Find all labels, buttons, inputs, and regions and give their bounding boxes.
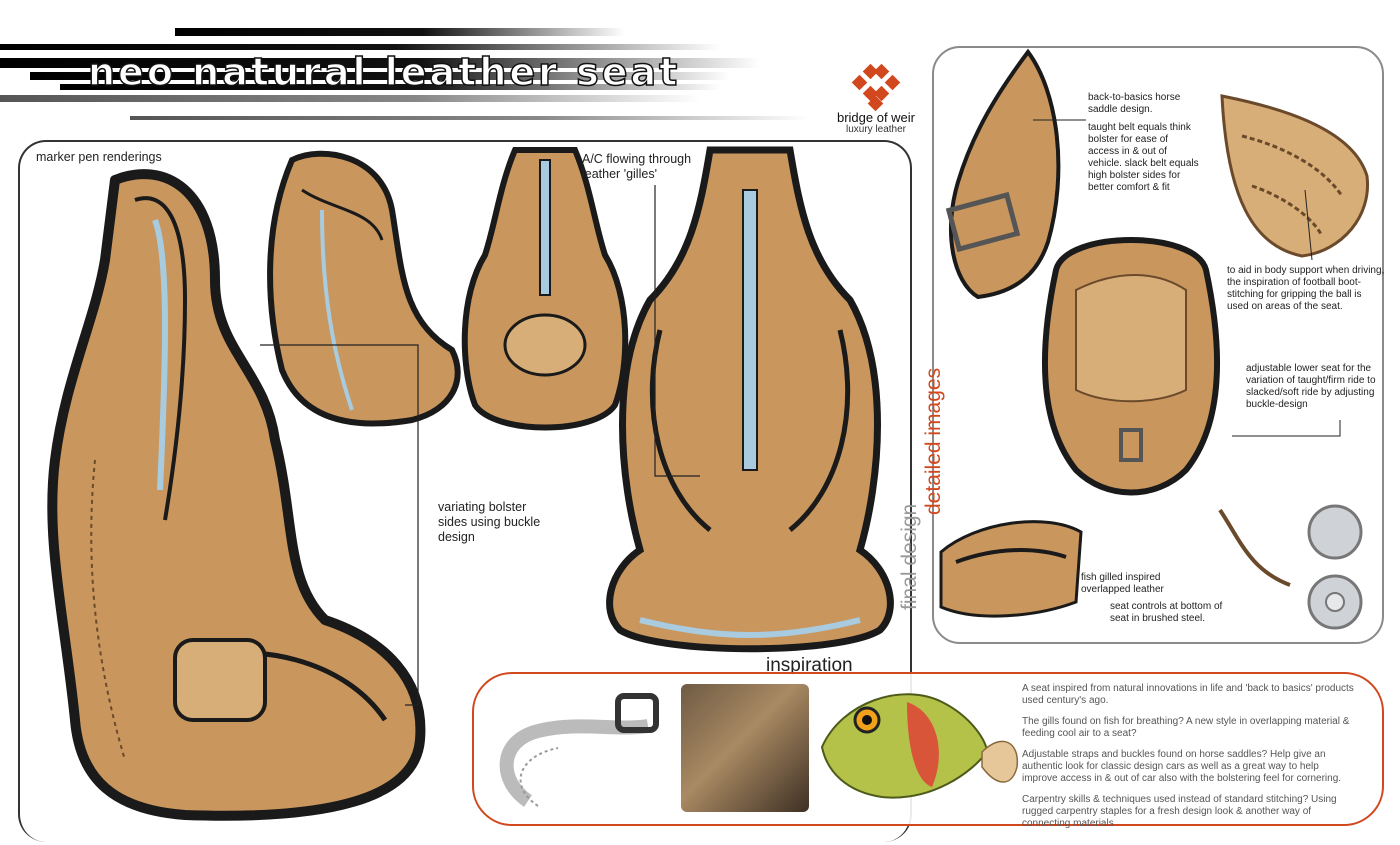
detail-panel — [932, 46, 1384, 644]
belt-annotation: taught belt equals think bolster for eas… — [1088, 122, 1199, 193]
bolster-annotation: variating bolster sides using buckle des… — [438, 500, 541, 544]
carpentry-photo — [681, 684, 809, 812]
fish-gill-detail-illustration — [939, 520, 1083, 618]
inspiration-paragraph: A seat inspired from natural innovations… — [1022, 683, 1354, 706]
fish-illustration — [820, 693, 1018, 799]
inspiration-paragraph: Carpentry skills & techniques used inste… — [1022, 794, 1337, 829]
inspiration-text: A seat inspired from natural innovations… — [1022, 683, 1357, 839]
renderings-panel — [18, 140, 912, 842]
logo-tagline: luxury leather — [845, 124, 907, 135]
buckle-strap-illustration — [945, 48, 1061, 300]
brand-logo: bridge of weir luxury leather — [828, 63, 924, 135]
controls-annotation: seat controls at bottom of seat in brush… — [1110, 601, 1223, 624]
bolster-detail-illustration — [1220, 94, 1370, 258]
lower-seat-illustration — [1042, 237, 1220, 496]
saddle-annotation: back-to-basics horse saddle design. — [1088, 92, 1181, 115]
seat-side-view-illustration — [47, 169, 426, 821]
seat-front-large-illustration — [606, 146, 894, 653]
logo-name: bridge of weir — [836, 110, 916, 125]
ac-flow-annotation: A/C flowing through leather 'gilles' — [582, 152, 692, 181]
inspiration-heading: inspiration — [762, 656, 857, 675]
body-support-annotation: to aid in body support when driving, the… — [1227, 265, 1385, 312]
fish-gill-annotation: fish gilled inspired overlapped leather — [1081, 572, 1164, 595]
callout-lines — [260, 185, 700, 706]
lower-seat-annotation: adjustable lower seat for the variation … — [1246, 363, 1376, 410]
inspiration-paragraph: The gills found on fish for breathing? A… — [1022, 716, 1350, 739]
belt-buckle-illustration — [499, 693, 659, 807]
seat-back-3q-illustration — [267, 150, 461, 427]
seat-controls-illustration — [1218, 504, 1363, 630]
renderings-label: marker pen renderings — [36, 150, 162, 164]
inspiration-paragraph: Adjustable straps and buckles found on h… — [1022, 749, 1342, 784]
seat-front-small-illustration — [461, 147, 629, 431]
diamond-logo-icon — [851, 63, 901, 112]
page-title: neo natural leather seat — [87, 49, 681, 95]
